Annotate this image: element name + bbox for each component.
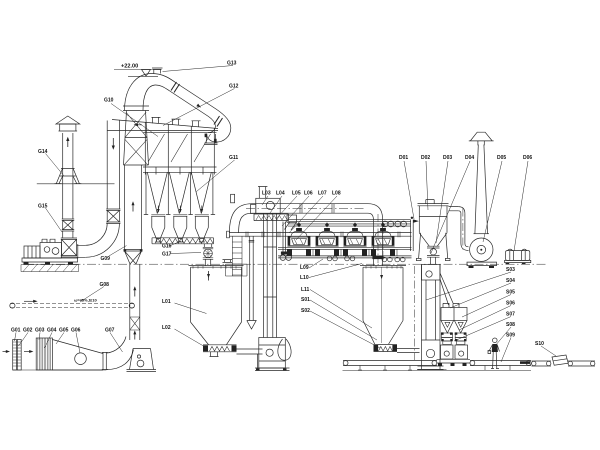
svg-text:+22.00: +22.00: [121, 64, 138, 70]
svg-text:D04: D04: [465, 155, 474, 161]
svg-text:G12: G12: [229, 84, 239, 90]
svg-text:D03: D03: [443, 155, 452, 161]
svg-text:G13: G13: [227, 61, 237, 67]
svg-text:D06: D06: [523, 155, 532, 161]
svg-text:G07: G07: [105, 328, 115, 334]
svg-text:L03: L03: [262, 191, 271, 197]
svg-text:G08: G08: [100, 282, 110, 288]
svg-text:G05: G05: [59, 328, 69, 334]
svg-text:G06: G06: [71, 328, 81, 334]
svg-text:G01: G01: [11, 328, 21, 334]
svg-text:L11: L11: [301, 287, 310, 293]
svg-text:G02: G02: [23, 328, 33, 334]
svg-text:L08: L08: [332, 191, 341, 197]
svg-text:G15: G15: [38, 204, 48, 210]
svg-text:S01: S01: [301, 297, 310, 303]
svg-text:L10: L10: [300, 275, 309, 281]
svg-text:S08: S08: [506, 322, 515, 328]
svg-text:S03: S03: [506, 267, 515, 273]
svg-text:S10: S10: [535, 341, 544, 347]
svg-text:D05: D05: [497, 155, 506, 161]
svg-text:D02: D02: [421, 155, 430, 161]
svg-text:L02: L02: [162, 325, 171, 331]
svg-text:L04: L04: [276, 191, 285, 197]
svg-text:L09: L09: [300, 265, 309, 271]
svg-text:G11: G11: [229, 155, 238, 161]
svg-text:G17: G17: [162, 252, 172, 258]
svg-text:S05: S05: [506, 290, 515, 296]
svg-text:L01: L01: [162, 299, 171, 305]
svg-text:G09: G09: [101, 256, 111, 262]
svg-text:L06: L06: [304, 191, 313, 197]
svg-text:D01: D01: [399, 155, 408, 161]
svg-text:ω≈45%,t≥10: ω≈45%,t≥10: [74, 298, 97, 303]
svg-text:S06: S06: [506, 301, 515, 307]
svg-text:S07: S07: [506, 312, 515, 318]
svg-text:S02: S02: [301, 308, 310, 314]
svg-text:L07: L07: [318, 191, 327, 197]
svg-text:G04: G04: [47, 328, 57, 334]
svg-text:S09: S09: [506, 333, 515, 339]
svg-text:S04: S04: [506, 278, 515, 284]
svg-text:G10: G10: [104, 98, 114, 104]
svg-text:G14: G14: [38, 149, 48, 155]
svg-text:L05: L05: [292, 191, 301, 197]
svg-text:G16: G16: [162, 244, 172, 250]
svg-text:G03: G03: [35, 328, 45, 334]
